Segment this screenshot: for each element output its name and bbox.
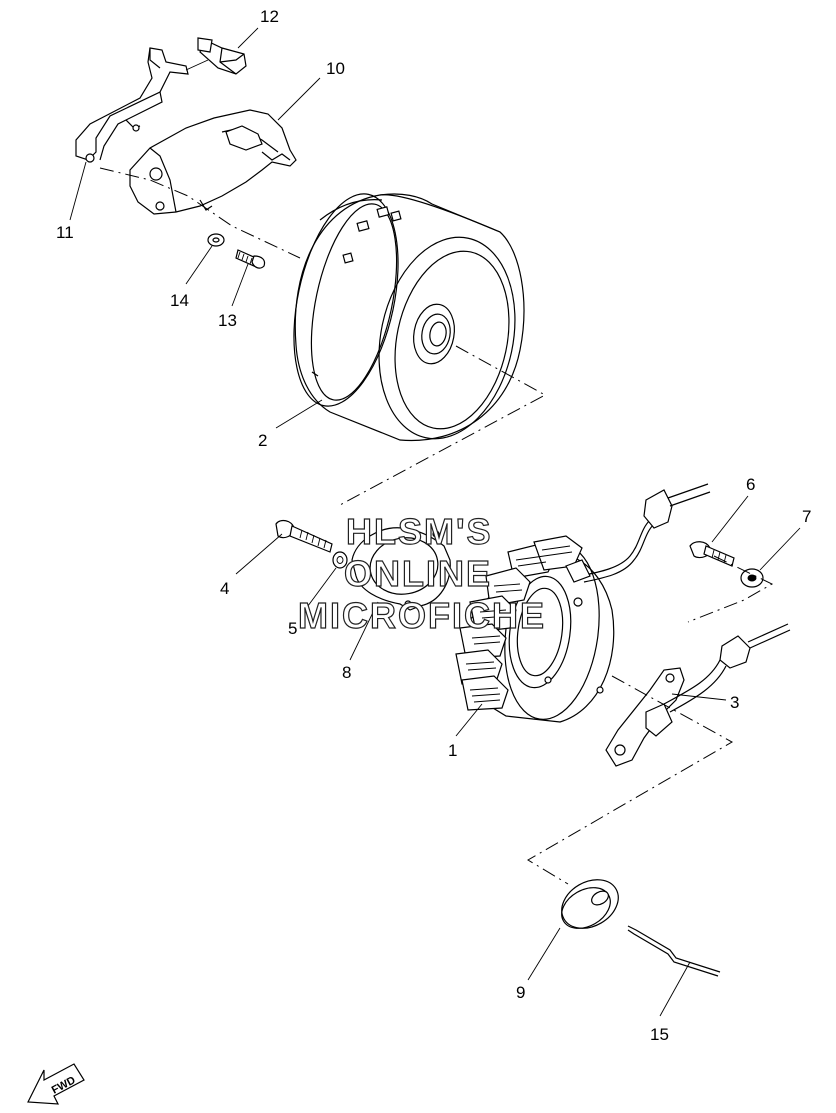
leader-12-link <box>185 59 209 71</box>
part-11-bracket <box>75 47 189 163</box>
part-9-washer <box>561 879 619 929</box>
part-label-13: 13 <box>218 311 237 330</box>
watermark-line-2: ONLINE <box>344 553 492 594</box>
part-10-cover <box>129 109 297 215</box>
part-label-7: 7 <box>802 507 811 526</box>
watermark-line-3: MICROFICHE <box>298 595 546 636</box>
part-1-stator <box>455 483 711 723</box>
part-label-2: 2 <box>258 431 267 450</box>
assembly-line-top <box>99 167 301 259</box>
part-label-11: 11 <box>56 223 74 242</box>
part-label-4: 4 <box>220 579 229 598</box>
leader-lines <box>69 27 801 1017</box>
part-label-1: 1 <box>448 741 457 760</box>
part-5-washer <box>332 551 348 569</box>
part-label-10: 10 <box>326 59 345 78</box>
part-label-15: 15 <box>650 1025 669 1044</box>
part-3-pickup-coil <box>605 623 791 767</box>
part-label-6: 6 <box>746 475 755 494</box>
part-7-washer <box>740 568 764 588</box>
fwd-arrow-icon: FWD <box>27 1063 85 1105</box>
part-13-screw <box>235 249 266 269</box>
part-6-screw <box>689 541 735 567</box>
part-14-washer <box>207 233 225 247</box>
assembly-line-right <box>687 555 774 623</box>
part-12-cap <box>197 37 247 75</box>
part-label-14: 14 <box>170 291 189 310</box>
part-15-key <box>627 925 721 977</box>
assembly-line-bottom <box>527 675 734 885</box>
part-label-12: 12 <box>260 7 279 26</box>
part-label-9: 9 <box>516 983 525 1002</box>
part-4-bolt <box>275 519 333 553</box>
watermark-line-1: HLSM'S <box>346 511 493 552</box>
watermark: HLSM'S ONLINE MICROFICHE <box>297 510 546 636</box>
part-2-flywheel <box>293 193 525 442</box>
assembly-line-middle <box>339 345 547 506</box>
part-label-8: 8 <box>342 663 351 682</box>
part-label-3: 3 <box>730 693 739 712</box>
part-label-5: 5 <box>288 619 297 638</box>
part-8-plate <box>351 527 451 611</box>
